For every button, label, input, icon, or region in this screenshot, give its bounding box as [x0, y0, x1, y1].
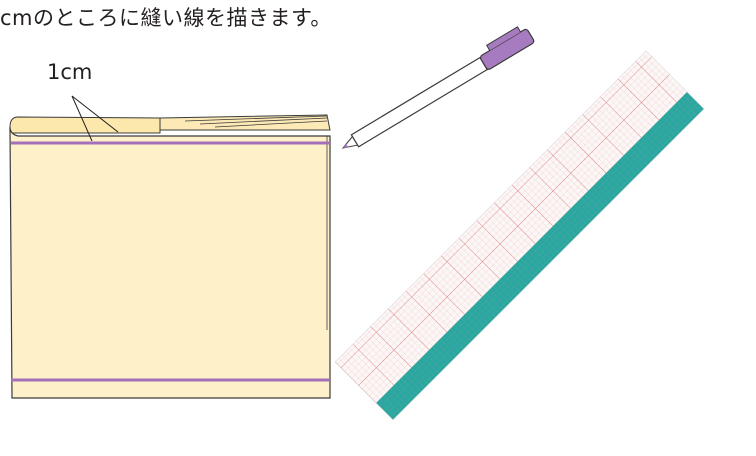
seam-allowance-label: 1cm [47, 60, 93, 84]
instruction-caption: cmのところに縫い線を描きます。 [0, 6, 332, 30]
marker-pen-icon [341, 26, 535, 149]
grid-ruler-icon [334, 50, 705, 421]
fabric-piece [9, 95, 331, 399]
